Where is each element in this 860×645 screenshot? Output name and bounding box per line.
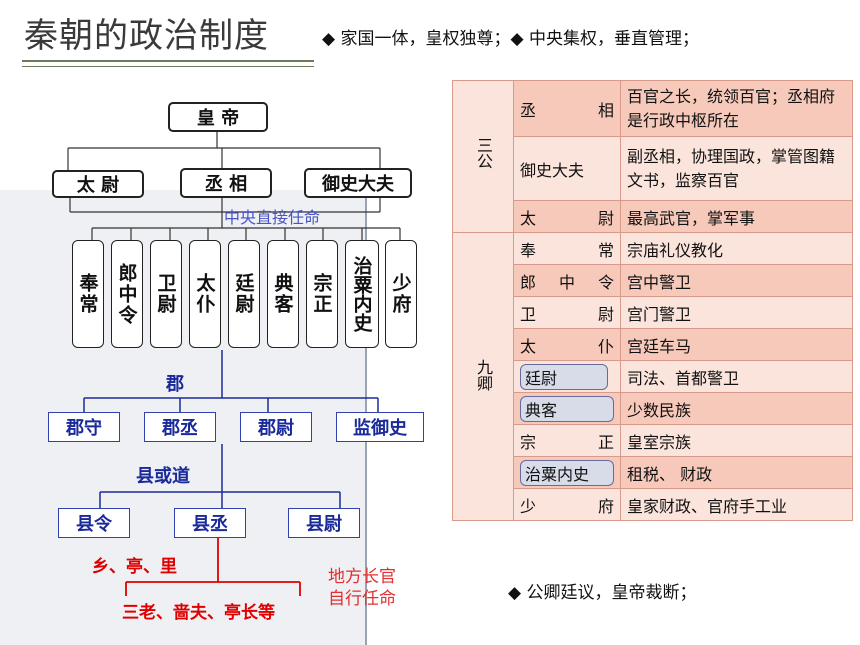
table-row: 治粟内史 租税、 财政 [453, 456, 853, 489]
emperor-box: 皇 帝 [168, 102, 268, 132]
three-lords-box-cheng-xiang: 丞 相 [180, 168, 272, 198]
duty-cell: 宗庙礼仪教化 [620, 232, 853, 265]
office-cell: 少府 [513, 488, 621, 521]
table-row: 九卿 奉常 宗庙礼仪教化 [452, 232, 853, 521]
office-cell: 太仆 [513, 328, 621, 361]
office-char: 正 [597, 432, 614, 452]
office-char: 丞 [520, 100, 537, 120]
county-official-xian-cheng: 县丞 [174, 508, 246, 538]
office-cell: 廷尉 [513, 360, 621, 393]
duty-cell: 宫中警卫 [620, 264, 853, 297]
nine-ministers-box-wei-wei: 卫尉 [150, 240, 182, 348]
office-char: 常 [597, 240, 614, 260]
office-char: 奉 [520, 240, 537, 260]
office-cell: 郎中令 [513, 264, 621, 297]
office-char: 尉 [597, 304, 614, 324]
group-label-nine-ministers: 九卿 [474, 358, 493, 391]
three-lords-box-yu-shi-da-fu: 御史大夫 [304, 168, 412, 198]
page-title: 秦朝的政治制度 [24, 16, 269, 56]
duty-cell: 宫门警卫 [620, 296, 853, 329]
office-char: 典 [525, 400, 542, 420]
county-official-xian-wei: 县尉 [288, 508, 360, 538]
duty-cell: 少数民族 [620, 392, 853, 425]
duty-cell: 皇室宗族 [620, 424, 853, 457]
office-cell: 卫尉 [513, 296, 621, 329]
office-char: 尉 [541, 368, 558, 388]
office-char: 令 [597, 272, 614, 292]
office-cell: 御史大夫 [513, 136, 621, 201]
table-row: 三公 丞相 百官之长，统领百官；丞相府是行政中枢所在 [452, 80, 853, 233]
office-char: 尉 [597, 208, 614, 228]
duty-cell: 副丞相，协理国政，掌管图籍文书，监察百官 [620, 136, 853, 201]
table-row: 御史大夫 副丞相，协理国政，掌管图籍文书，监察百官 [453, 136, 853, 201]
nine-ministers-box-shao-fu: 少府 [385, 240, 417, 348]
office-char: 廷 [525, 368, 542, 388]
office-char: 客 [541, 400, 558, 420]
office-char: 太 [520, 336, 537, 356]
nine-ministers-box-feng-chang: 奉常 [72, 240, 104, 348]
three-lords-box-tai-wei: 太 尉 [52, 170, 144, 198]
office-char: 宗 [520, 432, 537, 452]
duty-cell: 租税、 财政 [620, 456, 853, 489]
group-label-three-lords: 三公 [474, 137, 493, 169]
table-row: 郎 中 令 宫中警卫 [453, 264, 853, 297]
duty-cell: 皇家财政、官府手工业 [620, 488, 853, 521]
table-row: 典客 少数民族 [453, 392, 853, 425]
office-char: 相 [597, 100, 614, 120]
commandery-official-jun-shou: 郡守 [48, 412, 120, 442]
office-cell: 奉常 [513, 232, 621, 265]
local-note-line-1: 地方长官 [328, 567, 396, 587]
local-officials-label: 三老、啬夫、亭长等 [122, 603, 275, 623]
duty-cell: 最高武官，掌军事 [620, 200, 853, 233]
commandery-official-jun-wei: 郡尉 [240, 412, 312, 442]
central-appointment-note: 中央直接任命 [224, 208, 321, 227]
table-row: 太仆 宫廷车马 [453, 328, 853, 361]
office-char: 府 [597, 496, 614, 516]
nine-ministers-box-zhi-su-nei-shi: 治粟内史 [345, 240, 379, 348]
nine-ministers-box-dian-ke: 典客 [267, 240, 299, 348]
nine-ministers-box-ting-wei: 廷尉 [228, 240, 260, 348]
group-cell-three-lords: 三公 [452, 80, 514, 233]
commandery-official-jun-cheng: 郡丞 [144, 412, 216, 442]
office-char: 治粟内史 [520, 459, 614, 486]
office-char: 郎 [520, 272, 537, 292]
commandery-label: 郡 [166, 374, 184, 395]
office-char: 太 [520, 208, 537, 228]
nine-ministers-box-zong-zheng: 宗正 [306, 240, 338, 348]
local-units-label: 乡、亭、里 [92, 557, 177, 577]
duty-cell: 司法、首都警卫 [620, 360, 853, 393]
office-cell: 宗正 [513, 424, 621, 457]
office-char: 中 [558, 272, 575, 292]
office-cell: 治粟内史 [513, 456, 621, 489]
officials-table: 三公 丞相 百官之长，统领百官；丞相府是行政中枢所在 御史大夫 副丞相，协理国政… [452, 80, 853, 521]
group-cell-nine-ministers: 九卿 [452, 232, 514, 521]
office-cell: 典客 [513, 392, 621, 425]
table-row: 卫尉 宫门警卫 [453, 296, 853, 329]
local-appointment-note: 地方长官 自行任命 [328, 566, 396, 610]
office-char: 仆 [597, 336, 614, 356]
duty-cell: 宫廷车马 [620, 328, 853, 361]
subtitle: ◆ 家国一体，皇权独尊；◆ 中央集权，垂直管理； [322, 29, 699, 49]
office-cell: 太尉 [513, 200, 621, 233]
nine-ministers-box-tai-pu: 太仆 [189, 240, 221, 348]
office-char: 卫 [520, 304, 537, 324]
commandery-official-jian-yu-shi: 监御史 [336, 412, 424, 442]
county-label: 县或道 [136, 466, 190, 487]
table-row: 少府 皇家财政、官府手工业 [453, 488, 853, 521]
footnote: ◆ 公卿廷议，皇帝裁断； [508, 583, 697, 603]
title-underline [22, 60, 314, 67]
office-char: 少 [520, 496, 537, 516]
local-note-line-2: 自行任命 [328, 589, 396, 609]
duty-cell: 百官之长，统领百官；丞相府是行政中枢所在 [620, 80, 853, 137]
office-cell: 丞相 [513, 80, 621, 137]
nine-ministers-box-lang-zhong-ling: 郎中令 [111, 240, 143, 348]
county-official-xian-ling: 县令 [58, 508, 130, 538]
